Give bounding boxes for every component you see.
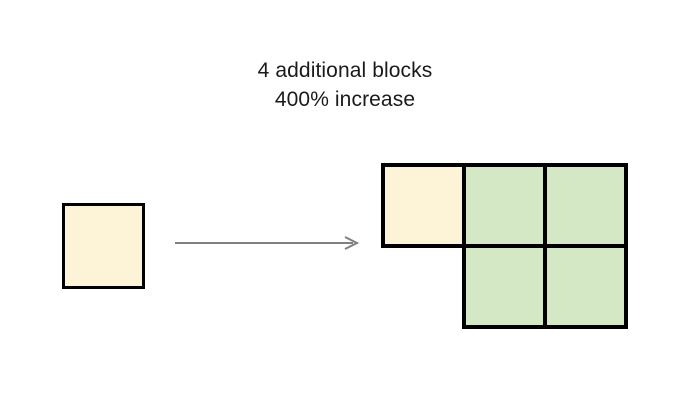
original-block-group xyxy=(62,203,145,289)
original-block xyxy=(62,203,145,289)
result-block-r1-c1-added xyxy=(462,244,547,329)
result-block-r1-c2-added xyxy=(543,244,628,329)
arrow-right-icon xyxy=(175,236,360,250)
result-block-r0-c0-original xyxy=(381,163,466,248)
transformation-arrow xyxy=(172,231,362,255)
result-block-r0-c1-added xyxy=(462,163,547,248)
result-block-r0-c2-added xyxy=(543,163,628,248)
caption-line-percent: 400% increase xyxy=(274,88,416,111)
caption-block: 4 additional blocks 400% increase xyxy=(0,56,690,114)
result-block-group xyxy=(381,163,628,329)
caption-line-blocks: 4 additional blocks xyxy=(257,59,433,82)
